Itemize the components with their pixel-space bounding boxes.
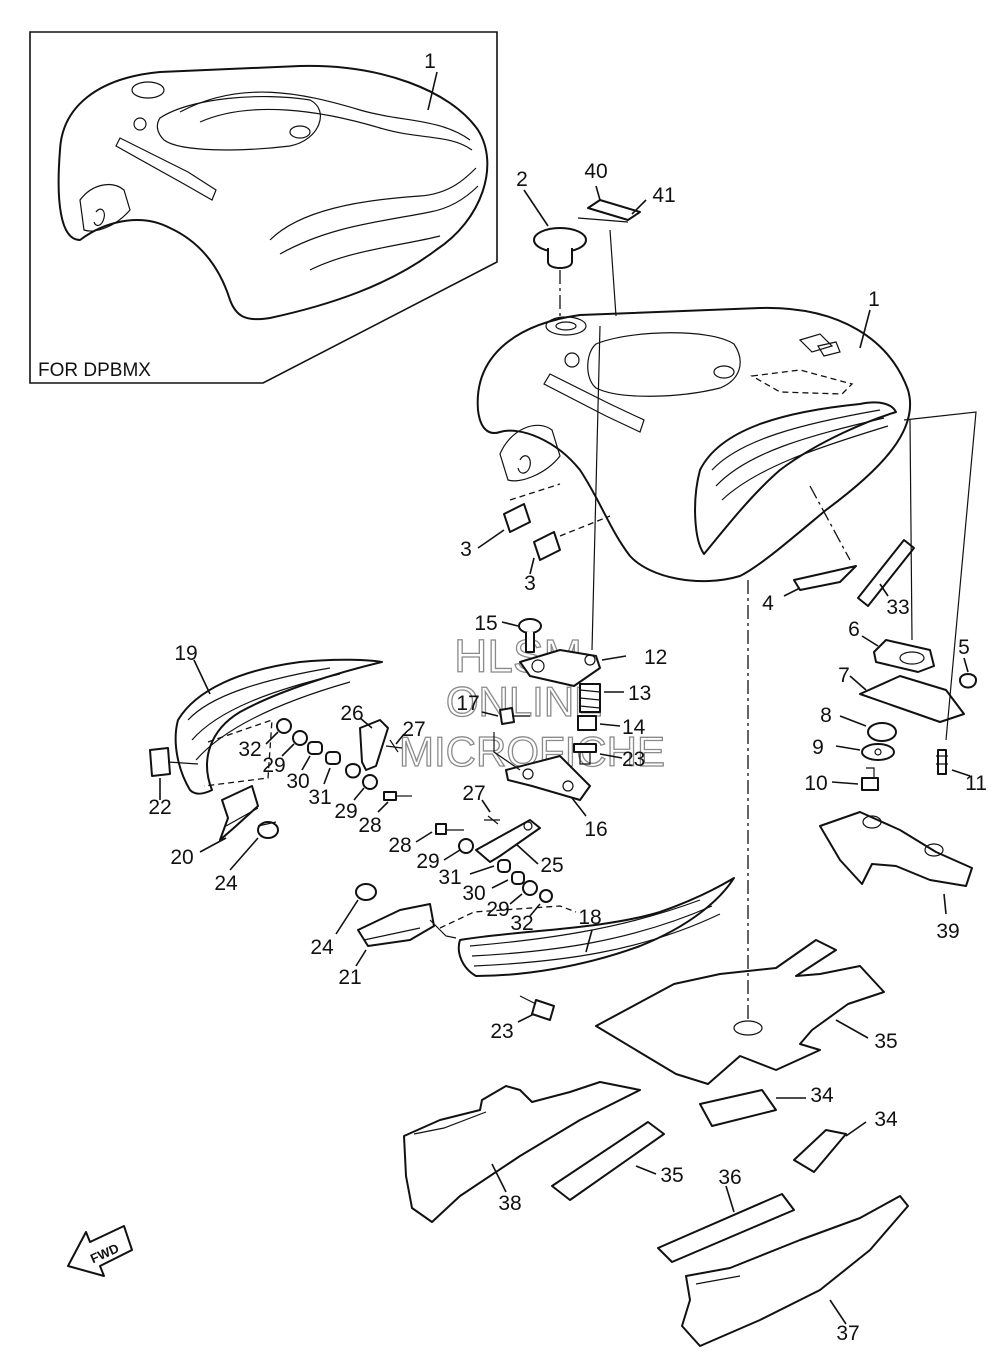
callout-41: 41: [652, 184, 675, 207]
callout-27a: 27: [402, 718, 425, 741]
callout-3a: 3: [460, 538, 472, 561]
callout-28a: 28: [358, 814, 381, 837]
insulation-sheets: 38 37: [403, 1081, 909, 1347]
callout-31a: 31: [308, 786, 331, 809]
callout-32a: 32: [238, 738, 261, 761]
right-bracket-group: 6 7 8 9 10 5 11 39: [804, 411, 987, 943]
callout-8: 7: [838, 664, 850, 687]
right-trim-group: 18 21 24 23: [310, 877, 735, 1043]
callout-20: 20: [170, 846, 193, 869]
callout-35a: 34: [810, 1084, 834, 1107]
callout-10: 9: [812, 736, 824, 759]
left-trim-group: 19 22 20 24 32 29 30 31: [148, 642, 383, 895]
callout-24a: 24: [214, 872, 238, 895]
callout-33: 33: [886, 596, 909, 619]
inset-callout-1: 1: [424, 50, 436, 73]
floor-panel: 35: [595, 580, 898, 1085]
callout-28b: 28: [388, 834, 411, 857]
tank-pads: 3 3 4 33: [460, 483, 915, 619]
callout-32b: 32: [510, 912, 533, 935]
callout-19: 21: [338, 966, 361, 989]
callout-34a: 35: [660, 1164, 683, 1187]
callout-35b: 34: [874, 1108, 898, 1131]
callout-23a: 22: [148, 796, 171, 819]
callout-3b: 3: [524, 572, 536, 595]
callout-12: 12: [644, 646, 667, 669]
inset-caption: FOR DPBMX: [38, 360, 151, 381]
callout-36: 35: [874, 1030, 897, 1053]
callout-27b: 27: [462, 782, 485, 805]
callout-9: 8: [820, 704, 832, 727]
callout-14: 14: [622, 716, 646, 739]
callout-22: 19: [174, 642, 197, 665]
callout-15: 23: [622, 748, 645, 771]
callout-26: 26: [340, 702, 363, 725]
callout-40: 40: [584, 160, 607, 183]
callout-30b: 30: [462, 882, 485, 905]
callout-30a: 30: [286, 770, 309, 793]
callout-29a: 29: [262, 754, 285, 777]
fwd-arrow: FWD: [67, 1225, 133, 1277]
callout-31b: 31: [438, 866, 461, 889]
callout-5: 11: [965, 772, 987, 795]
foam-blocks: 34 34 35 36: [551, 1084, 898, 1263]
callout-34b: 36: [718, 1166, 741, 1189]
callout-4: 4: [762, 592, 774, 615]
callout-21: 18: [578, 906, 601, 929]
callout-16: 15: [474, 612, 497, 635]
mid-bracket-group: 26 27 29 28 25 27 28 29 31 30 29: [334, 702, 577, 935]
tank-cap-group: 2 40 41: [516, 160, 676, 317]
callout-25: 25: [540, 854, 563, 877]
callout-17: 16: [584, 818, 607, 841]
callout-29b: 29: [334, 800, 357, 823]
fuel-tank: 1: [476, 288, 911, 583]
callout-24b: 24: [310, 936, 334, 959]
inset-box: FOR DPBMX 1: [29, 31, 498, 384]
center-bracket-group: 12 15 13 14 23 17 16: [456, 325, 667, 841]
callout-29d: 29: [486, 898, 509, 921]
callout-1: 1: [868, 288, 880, 311]
callout-13: 13: [628, 682, 651, 705]
callout-29c: 29: [416, 850, 439, 873]
callout-23b: 23: [490, 1020, 513, 1043]
callout-38: 38: [498, 1192, 521, 1215]
callout-11: 10: [804, 772, 827, 795]
callout-18: 17: [456, 692, 479, 715]
callout-39: 39: [936, 920, 959, 943]
callout-6: 5: [958, 636, 970, 659]
callout-37: 37: [836, 1322, 859, 1345]
callout-7: 6: [848, 618, 860, 641]
callout-2: 2: [516, 168, 528, 191]
